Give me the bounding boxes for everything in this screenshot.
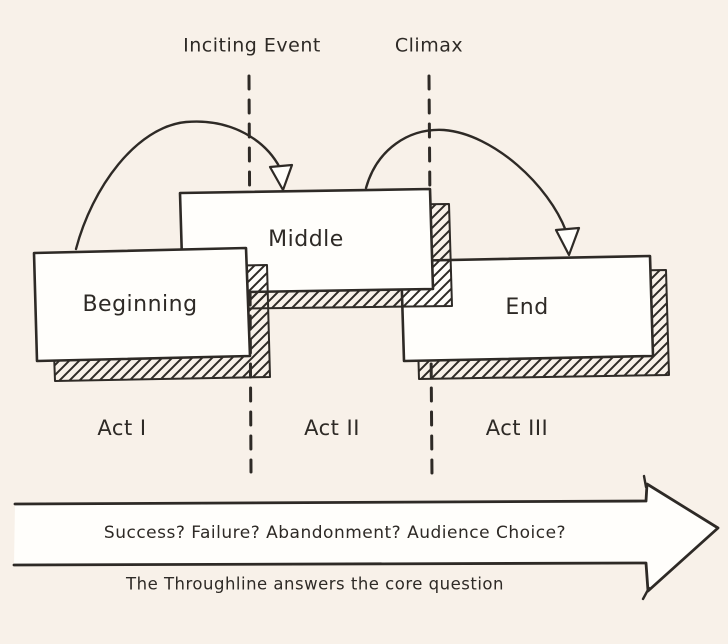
climax-arrowhead-icon	[554, 226, 581, 257]
beginning-to-middle-arc	[74, 120, 282, 251]
inciting-event-label: Inciting Event	[183, 35, 321, 57]
throughline-caption-label: The Throughline answers the core questio…	[125, 575, 504, 594]
end-box-label: End	[505, 295, 548, 320]
middle-box-label: Middle	[268, 227, 344, 252]
middle-to-end-arc	[364, 128, 568, 233]
act-1-label: Act I	[97, 416, 146, 440]
end-box	[399, 254, 655, 363]
throughline-arrow	[12, 482, 720, 593]
inciting-event-arrowhead-icon	[268, 163, 294, 192]
beginning-box-label: Beginning	[82, 292, 197, 317]
act-3-label: Act III	[486, 416, 549, 440]
beginning-box	[32, 246, 252, 363]
throughline-question-label: Success? Failure? Abandonment? Audience …	[104, 523, 566, 543]
throughline-arrow-overshoot-ticks	[641, 474, 651, 601]
climax-label: Climax	[395, 35, 463, 57]
act-2-label: Act II	[304, 416, 360, 440]
